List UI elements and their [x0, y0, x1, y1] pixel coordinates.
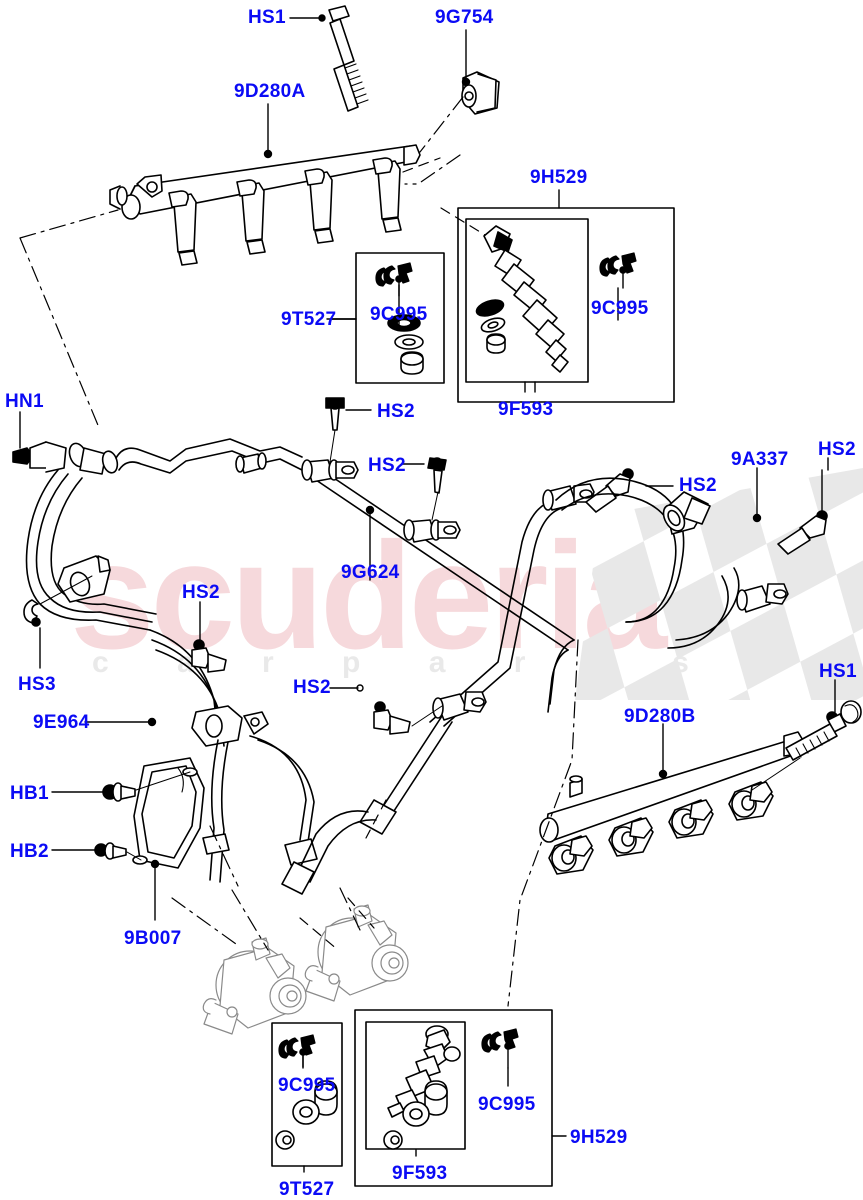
high-pressure-pumps-ghost — [202, 904, 409, 1035]
bolt-HS1-top — [328, 5, 369, 112]
bolt-HS2-group — [191, 397, 828, 735]
callout-9F593-top[interactable]: 9F593 — [498, 399, 554, 420]
construction-lines-lower — [171, 639, 579, 1007]
callout-HS2-d[interactable]: HS2 — [818, 439, 856, 460]
detail-box-9H529-top — [457, 207, 675, 403]
detail-box-9T527-top — [355, 252, 445, 384]
heat-shield-9B007 — [132, 757, 205, 869]
callout-HB2[interactable]: HB2 — [10, 841, 49, 862]
callout-9T527-bottom[interactable]: 9T527 — [279, 1179, 335, 1200]
callout-HS3[interactable]: HS3 — [18, 674, 56, 695]
callout-HS2-e[interactable]: HS2 — [182, 582, 220, 603]
fuel-hose-9A337 — [555, 477, 789, 649]
callout-HS2-a[interactable]: HS2 — [377, 401, 415, 422]
construction-lines-upper — [19, 96, 464, 431]
callout-HS1-lower[interactable]: HS1 — [819, 661, 857, 682]
callout-9A337[interactable]: 9A337 — [731, 449, 789, 470]
callout-9C995-bot-right[interactable]: 9C995 — [478, 1094, 536, 1115]
callout-9D280B[interactable]: 9D280B — [624, 706, 696, 727]
callout-9H529-bottom[interactable]: 9H529 — [570, 1127, 628, 1148]
callout-9H529-top[interactable]: 9H529 — [530, 167, 588, 188]
fuel-rail-9D280B — [539, 731, 805, 875]
callout-9E964[interactable]: 9E964 — [33, 712, 90, 733]
bolt-HB1 — [102, 771, 191, 802]
leader-lines — [19, 14, 836, 1173]
callout-9T527-top[interactable]: 9T527 — [281, 309, 337, 330]
callout-9D280A[interactable]: 9D280A — [234, 81, 306, 102]
callout-HB1[interactable]: HB1 — [10, 783, 49, 804]
callout-HS2-f[interactable]: HS2 — [293, 677, 331, 698]
detail-box-9T527-bottom — [271, 1022, 343, 1167]
bolt-HS1-lower — [751, 700, 862, 791]
callout-9B007[interactable]: 9B007 — [124, 928, 182, 949]
callout-HS2-c[interactable]: HS2 — [679, 475, 717, 496]
callout-9C995-top-right[interactable]: 9C995 — [591, 298, 649, 319]
bolt-HB2 — [94, 842, 142, 861]
sensor-9G754 — [461, 71, 500, 115]
callout-9G754[interactable]: 9G754 — [435, 7, 494, 28]
callout-9C995-top-left[interactable]: 9C995 — [370, 304, 428, 325]
detail-box-9H529-bottom — [354, 1009, 553, 1187]
callout-HN1[interactable]: HN1 — [5, 391, 44, 412]
watermark-brand: scuderia — [70, 511, 667, 681]
callout-9C995-bot-left[interactable]: 9C995 — [278, 1075, 336, 1096]
fuel-rail-9D280A — [109, 144, 421, 266]
fuel-pipe-9G624 — [281, 459, 595, 895]
fuel-pipes-9E964 — [12, 438, 318, 883]
callout-9F593-bottom[interactable]: 9F593 — [392, 1163, 448, 1184]
callout-HS1-top[interactable]: HS1 — [248, 7, 286, 28]
callout-HS2-b[interactable]: HS2 — [368, 455, 406, 476]
callout-9G624[interactable]: 9G624 — [341, 562, 400, 583]
